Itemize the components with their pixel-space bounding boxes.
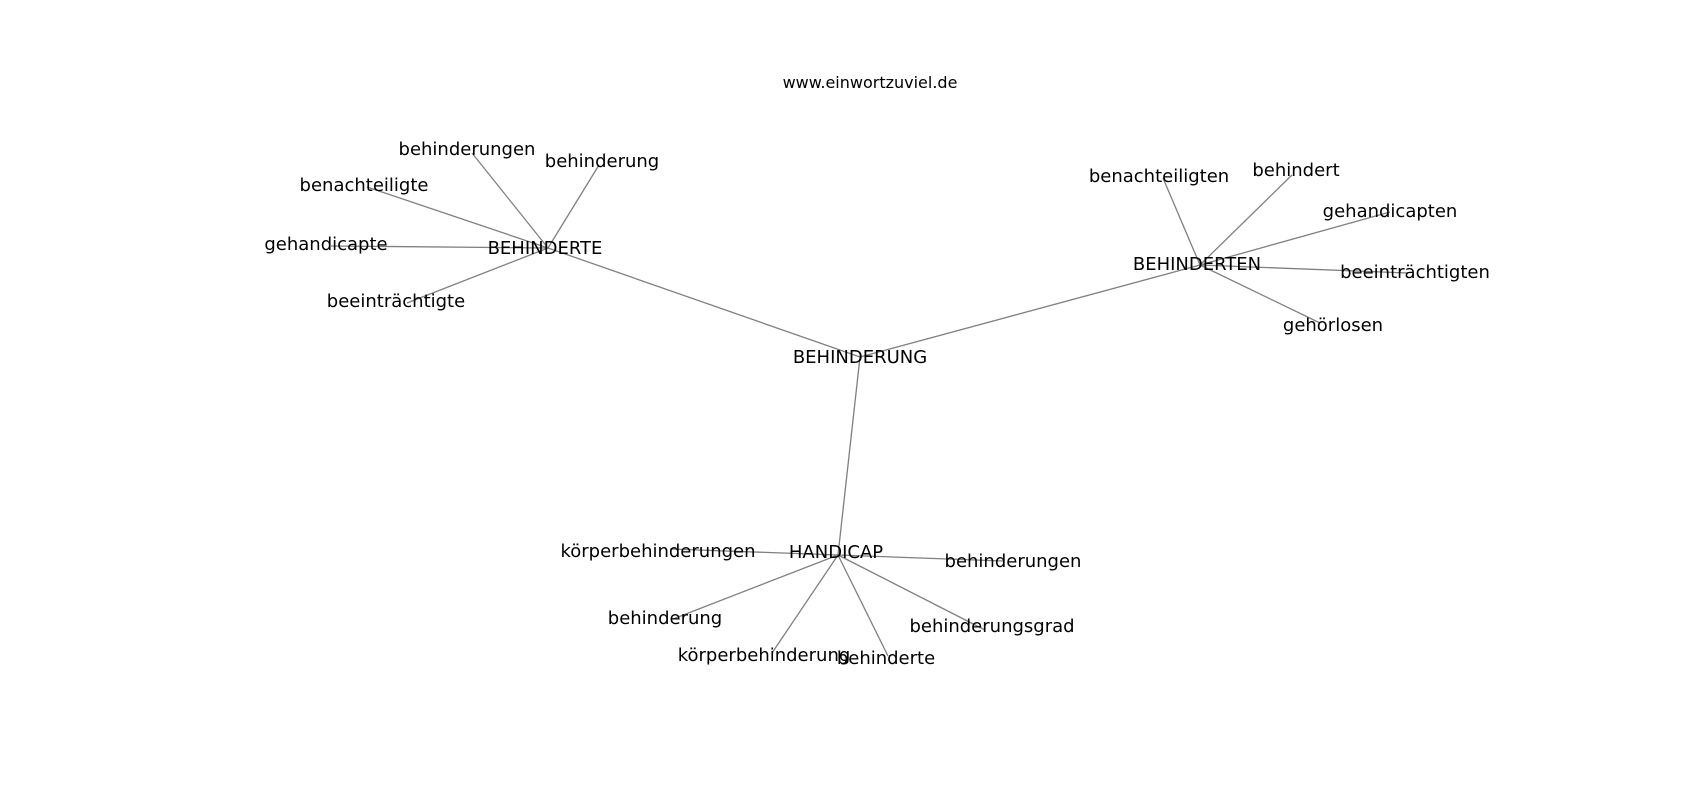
hub-leaf-edge <box>771 554 839 654</box>
hub-leaf-edge <box>1199 264 1321 324</box>
leaf-node: benachteiligten <box>1089 166 1229 187</box>
leaf-node: behinderung <box>608 608 722 629</box>
leaf-node: beeinträchtigten <box>1340 262 1490 283</box>
leaf-node: behindert <box>1252 160 1339 181</box>
leaf-node: behinderungsgrad <box>909 616 1074 637</box>
hub-leaf-edge <box>669 548 839 556</box>
edges-layer <box>330 152 1409 657</box>
hub-leaf-edge <box>330 245 549 249</box>
root-node-label: BEHINDERUNG <box>793 347 927 368</box>
leaf-node: gehandicapte <box>264 234 387 255</box>
leaf-node: behinderung <box>545 151 659 172</box>
leaf-node: behinderte <box>837 648 935 669</box>
root-hub-edge <box>859 264 1201 358</box>
site-url-label: www.einwortzuviel.de <box>783 73 958 92</box>
hub-leaf-edge <box>1199 211 1391 266</box>
leaf-node: beeinträchtigte <box>327 291 465 312</box>
hub-leaf-edge <box>366 186 549 249</box>
hub-node-behinderte: BEHINDERTE <box>488 238 603 259</box>
hub-leaf-edge <box>547 164 600 249</box>
hub-leaf-edge <box>1162 177 1201 266</box>
leaf-node: behinderungen <box>945 551 1082 572</box>
hub-leaf-edge <box>471 152 549 249</box>
leaf-node: körperbehinderungen <box>560 541 755 562</box>
leaf-node: körperbehinderung <box>678 645 851 666</box>
hub-leaf-edge <box>1199 174 1293 266</box>
leaf-node: benachteiligte <box>300 175 429 196</box>
hub-leaf-edge <box>837 554 1004 562</box>
hub-node-behinderten: BEHINDERTEN <box>1133 254 1261 275</box>
hub-leaf-edge <box>406 247 549 304</box>
hub-node-handicap: HANDICAP <box>789 542 883 563</box>
root-hub-edge <box>547 247 861 358</box>
hub-leaf-edge <box>837 554 889 657</box>
hub-leaf-edge <box>1199 264 1409 274</box>
hub-leaf-edge <box>837 554 986 631</box>
leaf-node: gehörlosen <box>1283 315 1383 336</box>
leaf-node: gehandicapten <box>1323 201 1458 222</box>
leaf-node: behinderungen <box>399 139 536 160</box>
hub-leaf-edge <box>672 554 839 620</box>
root-hub-edge <box>837 356 861 556</box>
